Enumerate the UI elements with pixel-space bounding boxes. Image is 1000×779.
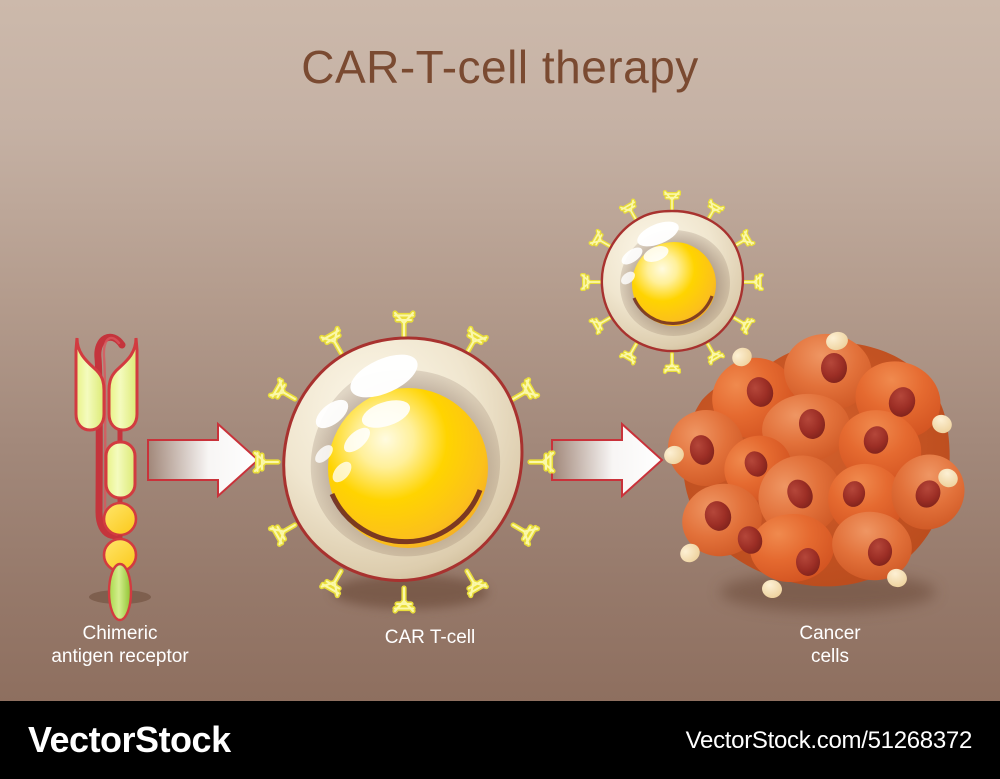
tcell-large-highlights xyxy=(315,354,418,483)
tumor-antigen xyxy=(680,543,700,563)
receptor-cd3-tail xyxy=(107,562,133,622)
cancer-nucleus xyxy=(746,377,774,407)
tumor-antigen xyxy=(664,445,684,465)
shadow-tcell xyxy=(332,575,488,609)
cancer-nucleus xyxy=(737,526,763,554)
receptor-prong-right xyxy=(107,337,139,432)
vectorstock-logo: VectorStock xyxy=(28,719,231,760)
cancer-nucleus xyxy=(867,538,893,566)
cancer-nucleus xyxy=(915,480,941,508)
cancer-nucleus xyxy=(689,435,715,465)
tumor-antigen xyxy=(762,579,782,599)
tumor-antigen xyxy=(732,347,752,367)
tumor-antigen xyxy=(826,331,848,351)
cancer-nucleus xyxy=(787,479,813,509)
vectorstock-url: VectorStock.com/51268372 xyxy=(685,727,973,754)
tumor-antigen xyxy=(932,414,952,434)
car-tcell-small xyxy=(582,192,762,372)
cancer-nucleus xyxy=(888,387,916,417)
label-cancer-cells: Cancer cells xyxy=(799,623,861,667)
car-tcell-large xyxy=(255,313,553,611)
watermark-bar: VectorStock VectorStock.com/51268372 xyxy=(0,701,1000,779)
arrow-receptor-to-tcell xyxy=(147,421,260,499)
cancer-cell-antigens xyxy=(664,331,958,599)
receptor-prong-left xyxy=(74,337,106,432)
diagram-canvas: CAR-T-cell therapy xyxy=(0,0,1000,701)
car-t-therapy-illustration xyxy=(74,0,965,622)
receptor-signaling-bead-1 xyxy=(102,501,138,537)
tcell-small-nucleus xyxy=(632,242,716,326)
cancer-nucleus xyxy=(842,481,866,507)
page-title: CAR-T-cell therapy xyxy=(301,41,699,93)
receptor-strand xyxy=(94,333,127,540)
label-car-tcell: CAR T-cell xyxy=(384,627,476,648)
tcell-small-highlights xyxy=(621,221,679,285)
cancer-nucleus xyxy=(798,409,826,439)
arrow-tcell-to-cancer xyxy=(551,421,664,499)
cancer-cell-cluster xyxy=(664,331,965,599)
receptor-hinge-domain xyxy=(104,440,137,500)
chimeric-antigen-receptor xyxy=(74,333,139,622)
tumor-antigen xyxy=(887,568,907,588)
cancer-nucleus xyxy=(821,353,847,383)
label-chimeric-antigen-receptor: Chimeric antigen receptor xyxy=(51,623,189,667)
cancer-nucleus xyxy=(744,451,768,477)
cancer-nucleus xyxy=(796,548,820,576)
tcell-large-nucleus xyxy=(328,388,488,548)
cancer-cell-nuclei xyxy=(689,353,941,576)
tumor-antigen xyxy=(938,468,958,488)
cancer-nucleus xyxy=(704,501,732,531)
cancer-nucleus xyxy=(863,426,889,454)
